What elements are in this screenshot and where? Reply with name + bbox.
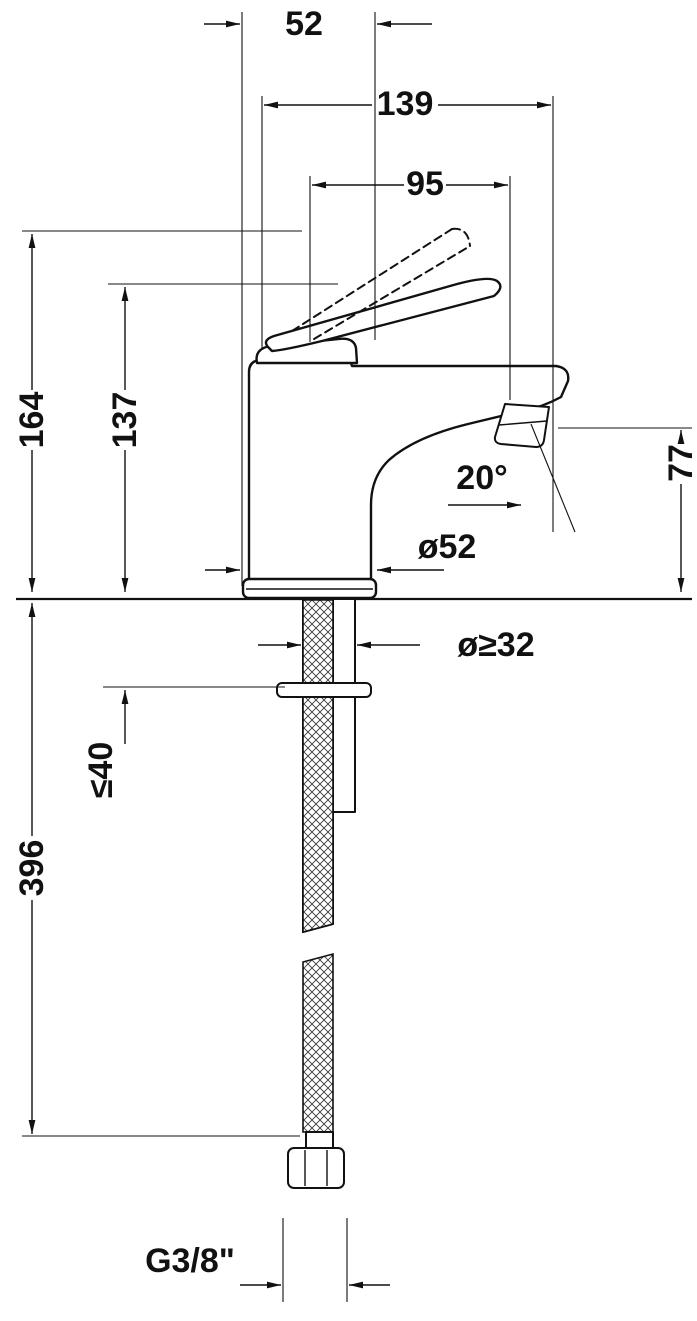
dim-total-depth-label: 139 [377,85,434,123]
dimension-total-depth: 139 [261,85,554,532]
raised-lever-top-edge [291,228,453,332]
hose-lower-braid [302,952,334,1133]
hose-upper-braid [302,599,334,934]
dimension-base-diameter: ø52 [205,528,477,574]
dim-deck-thickness-label: ≤40 [82,742,120,798]
dim-thread-size-label: G3/8" [145,1242,235,1280]
handle-lever [264,277,502,353]
outlet-facet-line [498,420,548,426]
mounting-assembly [276,599,372,1189]
dimension-spout-reach: 95 [309,165,511,400]
connector-nut [287,1147,345,1189]
outlet-aerator [493,403,550,448]
connector-collar [305,1131,334,1149]
dim-hose-length-label: 396 [13,840,51,897]
dim-max-height-label: 164 [13,392,51,449]
dim-body-height-label: 137 [106,392,144,449]
dimension-spout-angle: 20° [448,459,521,509]
dim-mounting-hole-label: ø≥32 [457,626,534,664]
handle-cap [255,337,359,365]
dimension-thread-size: G3/8" [145,1218,390,1302]
raised-lever-tip [451,227,471,247]
dimension-deck-thickness: ≤40 [82,686,285,798]
raised-lever-bottom-edge [313,245,471,340]
dimension-body-height: 137 [106,283,338,592]
dim-spout-angle-label: 20° [456,459,507,497]
mounting-washer [276,682,372,698]
dim-base-diameter-label: ø52 [418,528,477,566]
dimension-max-height: 164 [13,230,302,592]
dim-spout-reach-label: 95 [406,165,444,203]
dimension-hose-length: 396 [13,603,300,1137]
body-and-spout-outline [247,352,570,582]
faucet-outline [241,227,576,600]
shank-rod [332,600,356,813]
dim-outlet-height-label: 77 [662,444,697,482]
dimension-mounting-hole: ø≥32 [258,626,535,664]
dim-top-width-label: 52 [285,5,323,43]
dimension-top-width: 52 [204,5,432,586]
handle-raised-position [291,227,471,340]
dimension-outlet-height: 77 [558,427,697,592]
